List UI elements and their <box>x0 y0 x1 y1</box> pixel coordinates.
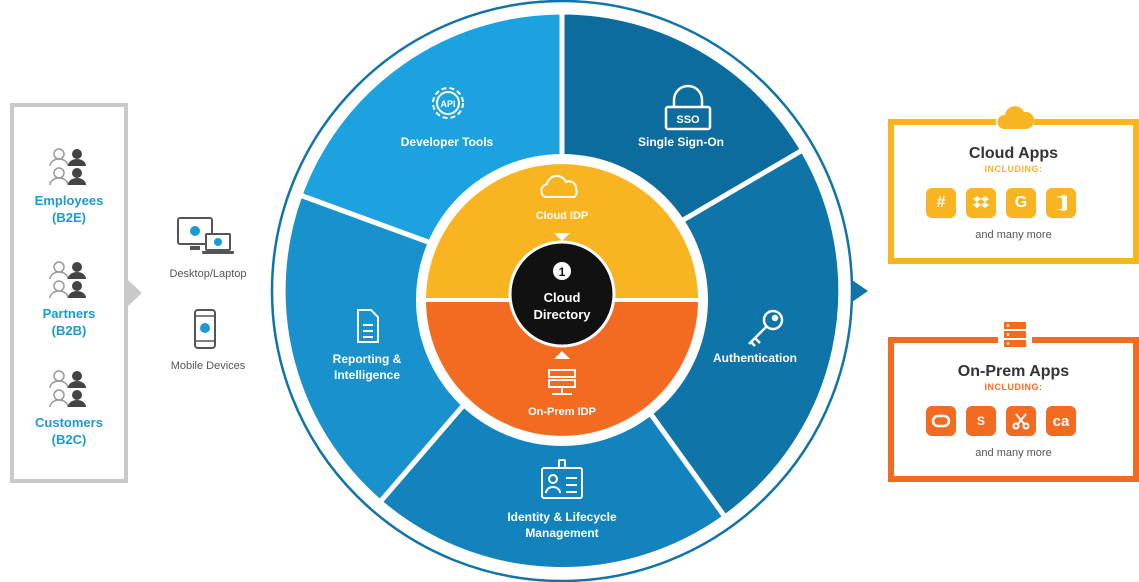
mobile-device-icon <box>194 309 216 349</box>
cloud-badge <box>996 102 1035 132</box>
down-pointer <box>554 233 570 241</box>
cloud-apps-box: Cloud Apps INCLUDING: # G and many more <box>888 119 1139 264</box>
authentication-label: Authentication <box>713 351 797 365</box>
cloud-directory-core[interactable] <box>508 240 616 348</box>
cloud-apps-title: Cloud Apps <box>968 145 1059 162</box>
customers-group: Customers (B2C) <box>14 369 124 448</box>
partners-group: Partners (B2B) <box>14 260 124 339</box>
people-icon <box>49 148 86 186</box>
cloud-icon <box>540 174 578 198</box>
onprem-apps-title: On-Prem Apps <box>957 363 1070 380</box>
up-pointer <box>554 351 570 359</box>
office-icon <box>1046 188 1076 218</box>
onprem-apps-subtitle: INCLUDING: <box>984 382 1043 392</box>
customers-label: Customers <box>35 415 103 430</box>
onprem-idp-label: On-Prem IDP <box>528 406 596 418</box>
center-label-line2: Directory <box>533 307 591 322</box>
oracle-icon <box>926 406 956 436</box>
cloud-idp-label: Cloud IDP <box>536 210 589 222</box>
onprem-apps-box: On-Prem Apps INCLUDING: S ca and many mo… <box>888 337 1139 482</box>
desktop-laptop-icon <box>177 217 234 254</box>
sharepoint-icon: S <box>966 406 996 436</box>
employees-label: Employees <box>34 193 104 208</box>
directory-logo-icon <box>553 262 571 280</box>
onprem-apps-more: and many more <box>975 447 1052 459</box>
server-icon <box>1004 322 1026 347</box>
key-icon <box>748 309 784 347</box>
svg-text:SSO: SSO <box>676 114 700 126</box>
slack-icon: # <box>926 188 956 218</box>
cloud-idp-segment[interactable] <box>426 164 698 300</box>
google-icon: G <box>1006 188 1036 218</box>
mobile-devices-label: Mobile Devices <box>170 360 246 372</box>
reporting-label-2: Intelligence <box>334 368 400 382</box>
cloud-apps-more: and many more <box>975 229 1052 241</box>
identity-lifecycle-label-2: Management <box>525 526 598 540</box>
scissors-icon <box>1006 406 1036 436</box>
wheel-right-arrow <box>852 280 868 302</box>
cloud-icon <box>997 106 1035 129</box>
dropbox-icon <box>966 188 996 218</box>
api-gear-icon: API <box>432 87 464 119</box>
id-badge-icon <box>541 459 583 499</box>
customers-code: (B2C) <box>51 432 87 447</box>
svg-text:API: API <box>440 99 455 109</box>
report-document-icon <box>357 309 379 343</box>
onprem-idp-segment[interactable] <box>426 300 698 436</box>
developer-tools-label: Developer Tools <box>401 135 494 149</box>
sso-lock-icon: SSO <box>664 84 712 131</box>
ca-icon: ca <box>1046 406 1076 436</box>
center-label-line1: Cloud <box>544 290 581 305</box>
service-wheel: 1 Cloud Directory Cloud IDP On-Prem IDP … <box>270 0 868 582</box>
svg-text:1: 1 <box>559 265 566 279</box>
partners-label: Partners <box>42 306 96 321</box>
single-sign-on-label: Single Sign-On <box>638 135 724 149</box>
desktop-laptop-label: Desktop/Laptop <box>169 268 247 280</box>
server-badge <box>998 320 1032 350</box>
employees-code: (B2E) <box>52 210 86 225</box>
users-panel: Employees (B2E) Partners (B2B) Cus <box>10 103 128 483</box>
identity-lifecycle-label-1: Identity & Lifecycle <box>507 510 617 524</box>
people-icon <box>49 370 86 408</box>
cloud-apps-subtitle: INCLUDING: <box>984 164 1043 174</box>
partners-code: (B2B) <box>51 323 87 338</box>
employees-group: Employees (B2E) <box>14 147 124 226</box>
reporting-label-1: Reporting & <box>333 352 402 366</box>
people-icon <box>49 261 86 299</box>
users-pointer-arrow <box>128 280 142 306</box>
server-icon <box>548 369 576 395</box>
